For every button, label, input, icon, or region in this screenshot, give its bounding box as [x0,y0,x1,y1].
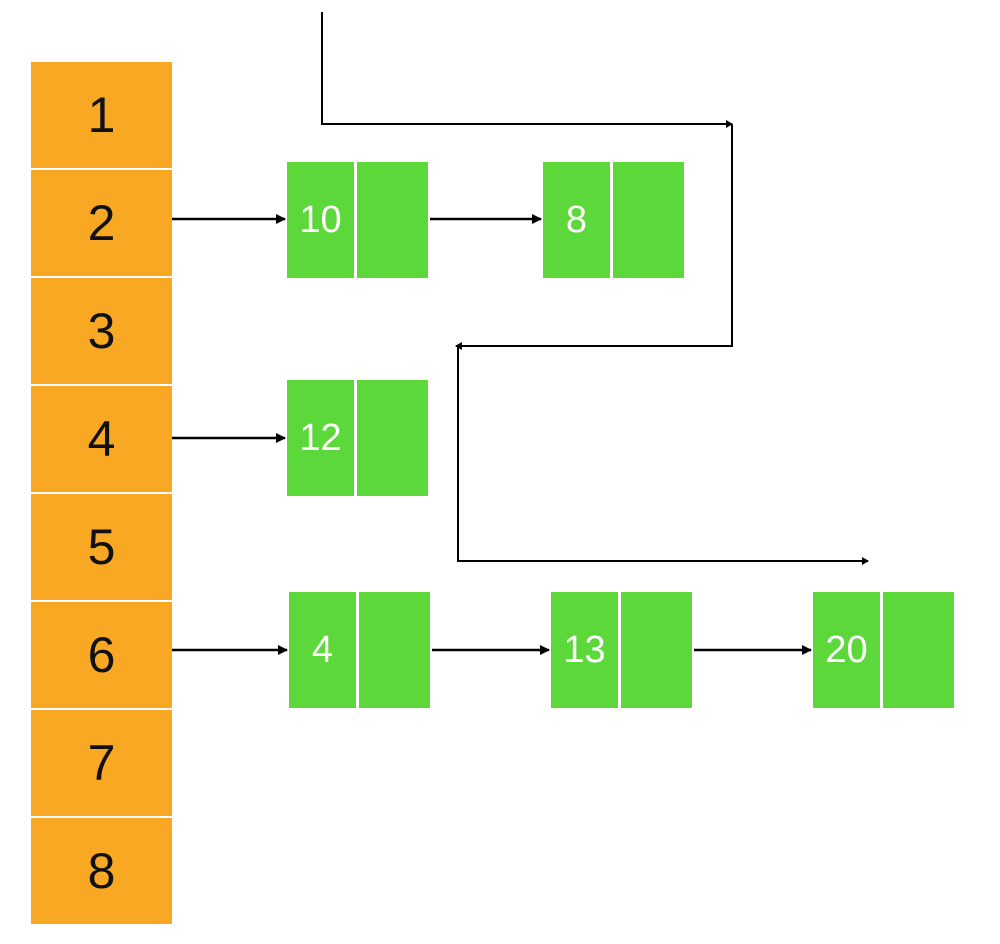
list-node-8: 8 [543,162,684,278]
bucket-array: 1 2 3 4 5 6 7 8 [31,62,172,926]
list-node-4: 4 [289,592,430,708]
bucket-label: 1 [87,87,116,143]
bucket-label: 8 [87,843,116,899]
bucket-label: 6 [87,627,116,683]
bucket-5: 5 [31,494,172,600]
bucket-6: 6 [31,602,172,708]
bucket-1: 1 [31,62,172,168]
bucket-2: 2 [31,170,172,276]
bucket-label: 5 [87,519,116,575]
bucket-label: 4 [87,411,116,467]
node-value: 12 [287,380,357,496]
bucket-label: 2 [87,195,116,251]
bucket-label: 7 [87,735,116,791]
list-node-20: 20 [813,592,954,708]
bucket-label: 3 [87,303,116,359]
node-value: 10 [287,162,357,278]
bucket-7: 7 [31,710,172,816]
node-value: 8 [543,162,613,278]
node-value: 4 [289,592,359,708]
node-value: 20 [813,592,883,708]
list-node-12: 12 [287,380,428,496]
outgoing-path-arrow [457,346,869,565]
list-node-10: 10 [287,162,428,278]
bucket-3: 3 [31,278,172,384]
bucket-8: 8 [31,818,172,924]
incoming-path-arrow [321,12,733,128]
return-path-arrow [455,124,733,350]
list-node-13: 13 [551,592,692,708]
bucket-4: 4 [31,386,172,492]
node-value: 13 [551,592,621,708]
